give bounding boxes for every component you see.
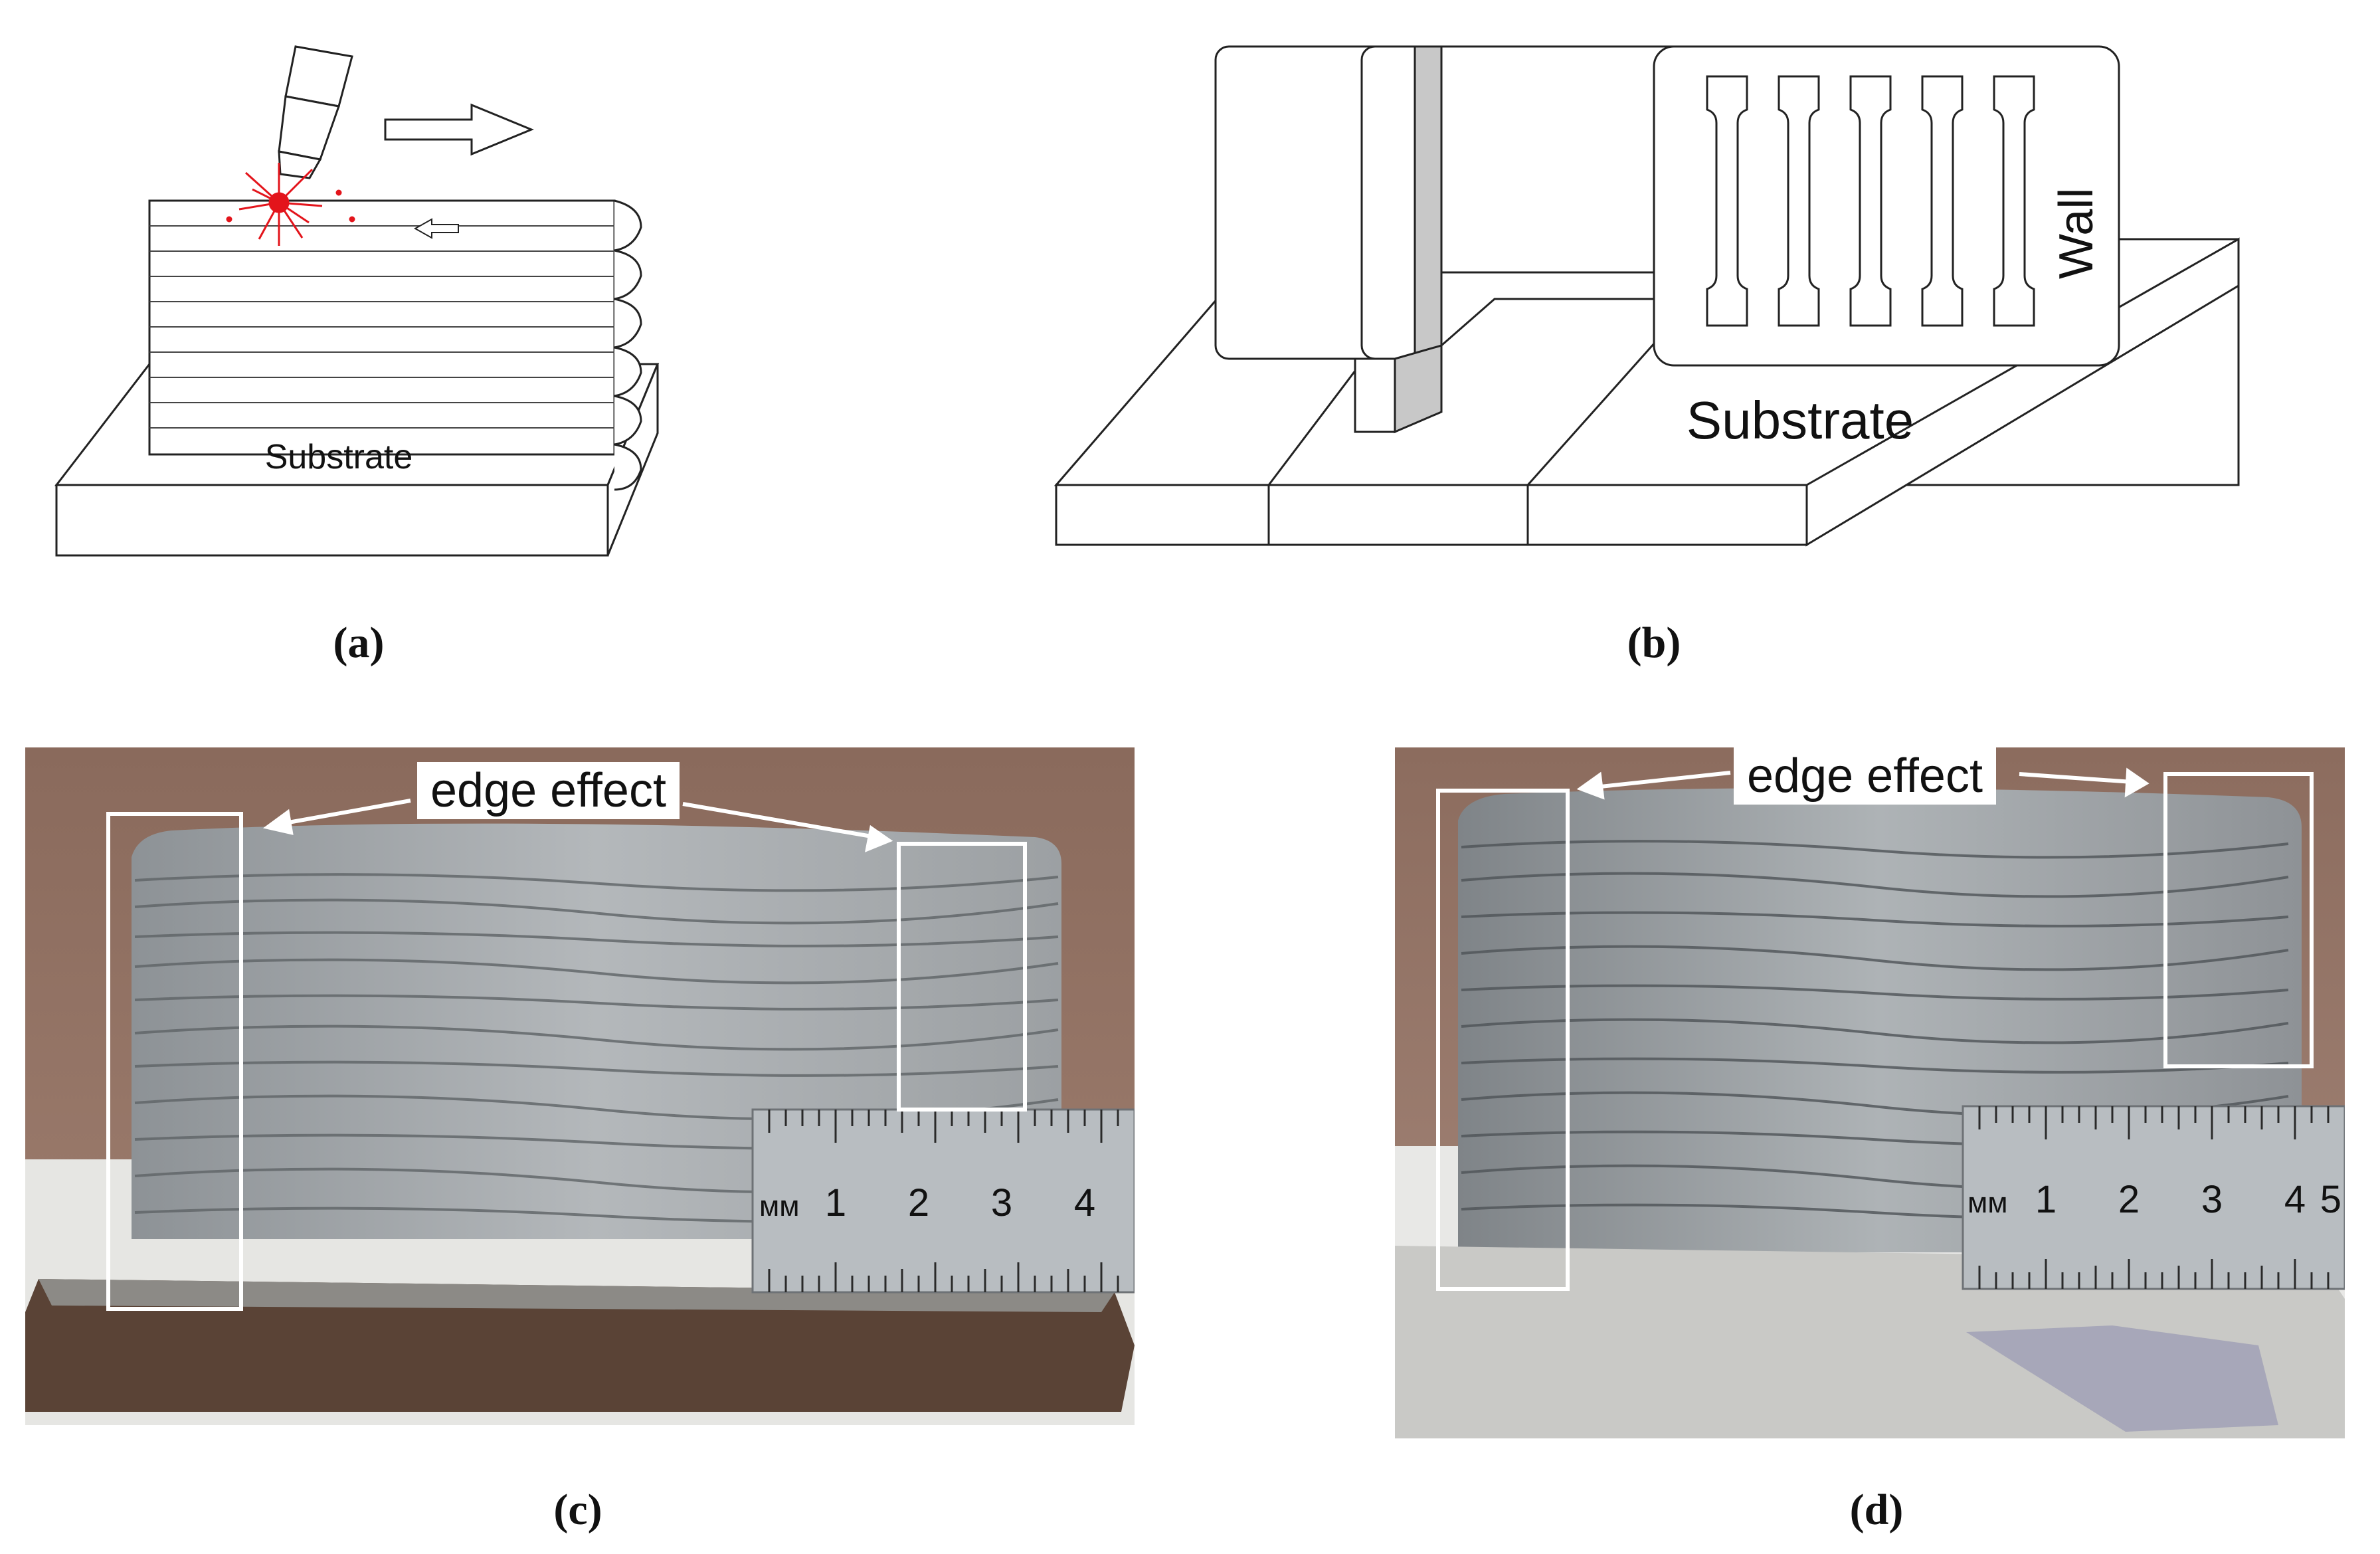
travel-direction-arrow xyxy=(384,103,534,156)
edge-effect-label: edge effect xyxy=(417,762,680,819)
substrate-heat-tint xyxy=(1966,1325,2278,1432)
tensile-specimen xyxy=(1993,75,2035,327)
caption-b: (b) xyxy=(1627,619,1681,667)
layer-lines xyxy=(149,225,614,429)
substrate-plate-photo xyxy=(25,1279,1135,1412)
substrate-plate-photo xyxy=(1395,1246,2345,1438)
cut-section xyxy=(1414,45,1443,360)
substrate-front-face xyxy=(1055,484,1808,546)
deposition-direction-arrow xyxy=(413,218,459,239)
panel-b: Wall Substrate xyxy=(1043,40,2272,571)
ruler-number: 3 xyxy=(2201,1178,2223,1221)
edge-effect-arrows xyxy=(262,799,893,852)
panel-d-photo: мм 1 2 3 4 5 edge effect xyxy=(1395,747,2345,1438)
ruler-unit: мм xyxy=(1968,1187,2008,1219)
edge-effect-arrows xyxy=(1576,767,2150,800)
ruler-number: 2 xyxy=(2118,1178,2140,1221)
panel-a-substrate-label: Substrate xyxy=(265,438,413,476)
ruler-number: 4 xyxy=(2284,1178,2306,1221)
ruler xyxy=(751,1108,1135,1294)
edge-effect-box-right xyxy=(897,842,1027,1112)
panel-a-drawing: Substrate xyxy=(54,45,660,557)
ruler-number: 1 xyxy=(2035,1178,2057,1221)
edge-effect-box-left xyxy=(1436,789,1570,1291)
panel-d-photo-drawing: мм 1 2 3 4 5 xyxy=(1395,747,2345,1438)
cut-bar-front xyxy=(1354,357,1396,433)
caption-c: (c) xyxy=(553,1486,602,1534)
edge-effect-label: edge effect xyxy=(1734,747,1996,805)
tensile-specimens xyxy=(1706,75,2035,327)
caption-d: (d) xyxy=(1849,1486,1904,1534)
panel-a: Substrate xyxy=(46,27,684,571)
panel-c-photo: мм 1 2 3 4 edge effect xyxy=(25,747,1135,1425)
layer-texture xyxy=(134,873,1059,1223)
ruler-number: 3 xyxy=(991,1181,1012,1224)
tensile-specimen xyxy=(1849,75,1892,327)
laser-spark-icon xyxy=(226,163,355,246)
ruler-ticks xyxy=(768,1110,1119,1292)
panel-b-wall-label: Wall xyxy=(2050,188,2103,279)
edge-effect-box-left xyxy=(106,812,243,1311)
ruler-number: 1 xyxy=(825,1181,846,1224)
panel-b-drawing: Wall Substrate xyxy=(1053,45,2240,547)
panel-c-photo-drawing: мм 1 2 3 4 xyxy=(25,747,1135,1425)
tensile-specimen xyxy=(1706,75,1748,327)
nozzle-icon xyxy=(278,45,353,179)
caption-a: (a) xyxy=(333,619,385,667)
cut-bar-side xyxy=(1394,344,1443,434)
ruler-ticks xyxy=(1978,1106,2330,1289)
ruler xyxy=(1962,1105,2345,1290)
edge-effect-box-right xyxy=(2163,772,2314,1068)
substrate-side-face xyxy=(1805,237,2240,547)
ruler-number: 2 xyxy=(908,1181,929,1224)
ruler-number: 5 xyxy=(2320,1178,2341,1221)
ruler-number: 4 xyxy=(1074,1181,1095,1224)
substrate-plate-top xyxy=(39,1279,1115,1312)
tensile-specimen xyxy=(1778,75,1820,327)
ruler-unit: мм xyxy=(759,1190,800,1222)
substrate-front-face xyxy=(55,484,609,557)
tensile-specimen xyxy=(1921,75,1964,327)
panel-b-substrate-label: Substrate xyxy=(1687,391,1914,450)
